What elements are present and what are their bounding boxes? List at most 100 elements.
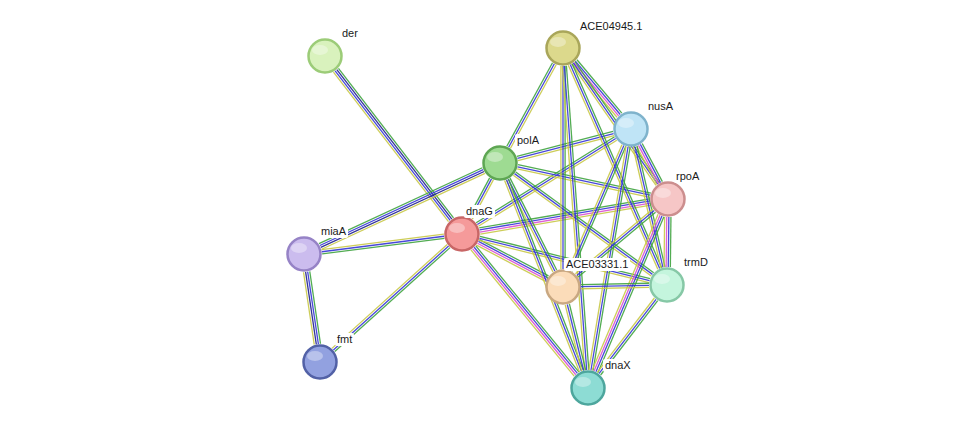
evidence-line bbox=[507, 180, 582, 371]
protein-node: polA bbox=[482, 145, 518, 181]
evidence-line bbox=[592, 214, 658, 370]
evidence-line bbox=[581, 285, 649, 286]
evidence-line bbox=[567, 304, 583, 370]
node-highlight bbox=[550, 276, 566, 286]
evidence-line bbox=[319, 168, 482, 244]
protein-node: ACE03331.1 bbox=[545, 269, 581, 305]
evidence-line bbox=[599, 299, 656, 373]
node-highlight bbox=[655, 188, 671, 198]
evidence-line bbox=[332, 244, 447, 348]
evidence-line bbox=[569, 304, 585, 370]
node-label: der bbox=[340, 27, 360, 40]
evidence-line bbox=[562, 66, 584, 370]
evidence-line bbox=[516, 172, 654, 273]
interaction-edge bbox=[507, 63, 556, 148]
interaction-edge bbox=[562, 66, 589, 370]
evidence-line bbox=[510, 65, 556, 148]
evidence-line bbox=[333, 72, 448, 221]
node-disc bbox=[547, 271, 580, 304]
evidence-line bbox=[601, 301, 658, 375]
node-label: miaA bbox=[319, 225, 348, 238]
node-disc bbox=[547, 32, 580, 65]
node-label: nusA bbox=[646, 100, 675, 113]
protein-node: rpoA bbox=[650, 181, 686, 217]
evidence-line bbox=[581, 283, 649, 284]
evidence-line bbox=[508, 179, 555, 271]
evidence-line bbox=[513, 175, 651, 276]
node-disc bbox=[615, 113, 648, 146]
interaction-edge bbox=[565, 304, 585, 371]
node-label: dnaG bbox=[464, 205, 495, 218]
interaction-edge bbox=[581, 283, 649, 289]
node-disc bbox=[309, 40, 342, 73]
evidence-line bbox=[509, 64, 555, 147]
node-highlight bbox=[550, 37, 566, 47]
evidence-line bbox=[333, 246, 448, 350]
node-highlight bbox=[291, 243, 307, 253]
node-circle bbox=[649, 267, 685, 303]
node-circle bbox=[482, 145, 518, 181]
protein-node: miaA bbox=[286, 236, 322, 272]
evidence-line bbox=[565, 305, 581, 371]
node-disc bbox=[288, 238, 321, 271]
evidence-line bbox=[666, 217, 668, 267]
node-circle bbox=[444, 216, 480, 252]
evidence-line bbox=[505, 181, 580, 372]
evidence-line bbox=[668, 217, 670, 267]
evidence-line bbox=[507, 63, 553, 146]
interaction-edge bbox=[513, 172, 653, 276]
interaction-edge bbox=[333, 68, 453, 221]
node-circle bbox=[545, 30, 581, 66]
node-highlight bbox=[312, 45, 328, 55]
interaction-edge bbox=[332, 244, 450, 351]
evidence-line bbox=[564, 66, 586, 370]
node-highlight bbox=[575, 377, 591, 387]
node-circle bbox=[545, 269, 581, 305]
interaction-edge bbox=[664, 217, 671, 267]
node-disc bbox=[651, 269, 684, 302]
node-circle bbox=[650, 181, 686, 217]
node-disc bbox=[652, 183, 685, 216]
node-highlight bbox=[307, 351, 323, 361]
evidence-line bbox=[474, 247, 577, 373]
protein-node: nusA bbox=[613, 111, 649, 147]
node-highlight bbox=[449, 223, 465, 233]
node-disc bbox=[484, 147, 517, 180]
evidence-line bbox=[306, 272, 317, 344]
interaction-edge bbox=[304, 271, 321, 344]
node-circle bbox=[570, 370, 606, 406]
protein-node: fmt bbox=[302, 344, 338, 380]
evidence-line bbox=[640, 144, 660, 182]
node-highlight bbox=[654, 274, 670, 284]
evidence-line bbox=[562, 66, 563, 269]
evidence-line bbox=[304, 272, 315, 344]
evidence-line bbox=[670, 217, 672, 267]
node-highlight bbox=[487, 152, 503, 162]
node-circle bbox=[307, 38, 343, 74]
node-disc bbox=[572, 372, 605, 405]
node-highlight bbox=[618, 118, 634, 128]
protein-node: dnaX bbox=[570, 370, 606, 406]
node-label: rpoA bbox=[674, 170, 701, 183]
interaction-edge bbox=[568, 145, 626, 272]
node-label: polA bbox=[515, 134, 541, 147]
evidence-line bbox=[335, 248, 450, 352]
evidence-line bbox=[572, 64, 656, 185]
protein-node: trmD bbox=[649, 267, 685, 303]
node-circle bbox=[286, 236, 322, 272]
node-circle bbox=[302, 344, 338, 380]
protein-node: dnaG bbox=[444, 216, 480, 252]
node-label: fmt bbox=[335, 333, 354, 346]
evidence-line bbox=[581, 287, 649, 288]
node-disc bbox=[304, 346, 337, 379]
evidence-line bbox=[510, 178, 557, 270]
protein-node: ACE04945.1 bbox=[545, 30, 581, 66]
node-disc bbox=[446, 218, 479, 251]
evidence-line bbox=[597, 298, 654, 372]
node-label: dnaX bbox=[603, 359, 633, 372]
node-circle bbox=[613, 111, 649, 147]
interaction-edge bbox=[505, 179, 584, 372]
evidence-line bbox=[663, 217, 665, 267]
node-label: ACE03331.1 bbox=[564, 258, 630, 271]
